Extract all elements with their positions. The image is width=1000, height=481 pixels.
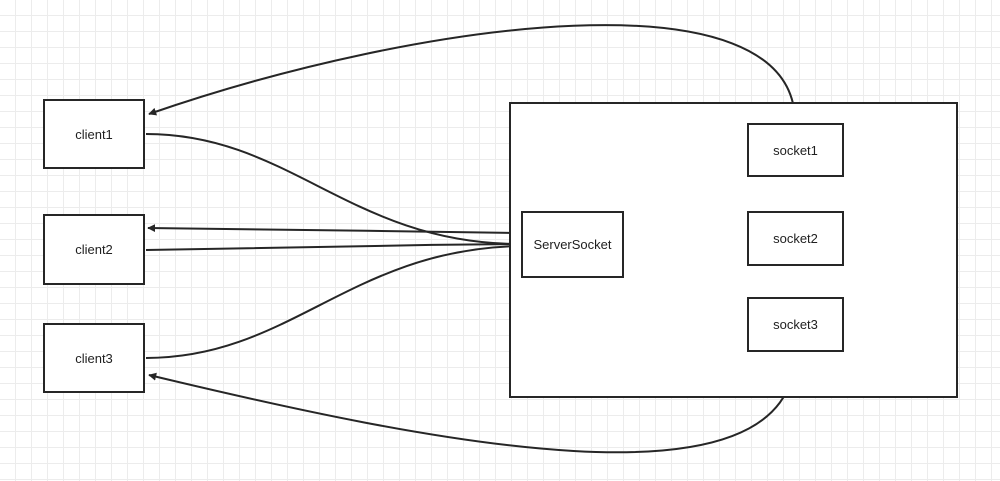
server-socket-node: ServerSocket [521, 211, 624, 278]
socket1-label: socket1 [773, 142, 818, 158]
edge-socket3-to-client3 [148, 352, 796, 454]
client1-label: client1 [75, 126, 113, 142]
socket1-node: socket1 [747, 123, 844, 177]
client2-node: client2 [43, 214, 145, 285]
client2-label: client2 [75, 242, 113, 257]
socket2-label: socket2 [773, 231, 818, 246]
edge-client1-to-serversocket [145, 133, 519, 248]
server-socket-label: ServerSocket [533, 237, 612, 252]
client3-node: client3 [43, 323, 145, 393]
edge-client2-to-serversocket [145, 240, 519, 251]
edge-socket1-to-client1 [148, 24, 796, 123]
edge-client3-to-serversocket [145, 242, 519, 359]
socket2-node: socket2 [747, 211, 844, 266]
client1-node: client1 [43, 99, 145, 169]
socket3-label: socket3 [773, 317, 818, 332]
socket3-node: socket3 [747, 297, 844, 352]
client3-label: client3 [75, 350, 113, 366]
